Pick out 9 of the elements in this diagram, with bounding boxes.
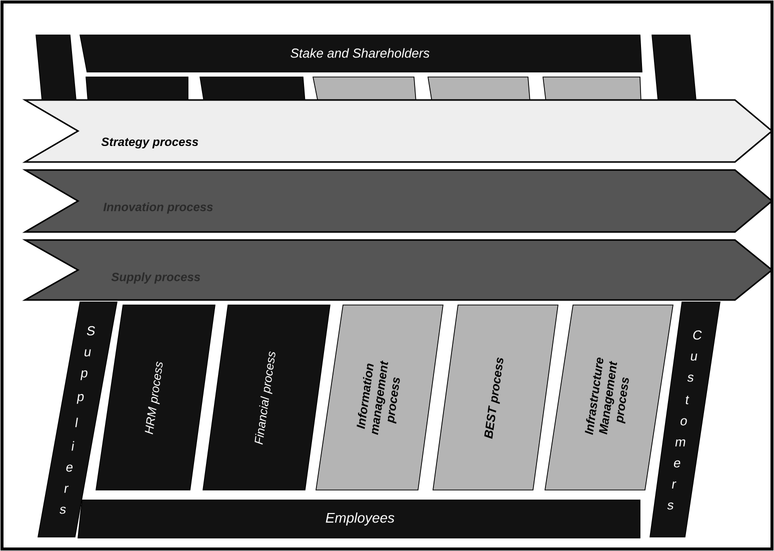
process-column: Infrastructure Management process (544, 304, 674, 490)
process-band: Strategy process (22, 99, 774, 163)
process-column: HRM process (96, 304, 216, 490)
process-column: Financial process (202, 304, 330, 490)
process-column: BEST process (432, 304, 558, 490)
side-bar: Customers (650, 34, 720, 538)
employee-bar: Employees (78, 500, 640, 538)
process-column: Information management process (316, 304, 444, 490)
stakeholder-bar: Stake and Shareholders (80, 34, 642, 72)
